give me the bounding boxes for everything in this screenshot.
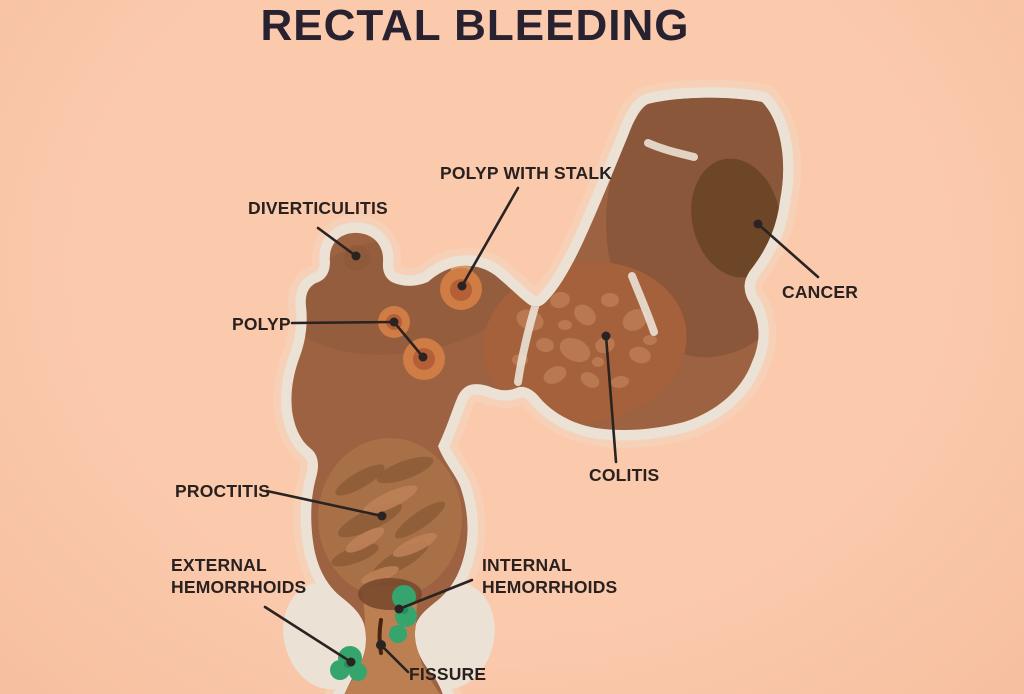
leader-proctitis: [265, 489, 384, 518]
leader-colitis: [604, 334, 618, 464]
label-colitis: COLITIS: [589, 465, 660, 485]
label-fissure: FISSURE: [409, 664, 487, 684]
leader-fissure: [379, 643, 410, 674]
colon-interior: [291, 97, 784, 694]
anal-cushion-right: [409, 582, 495, 690]
leader-external-hemorrhoids: [263, 605, 353, 664]
label-polyp-with-stalk: POLYP WITH STALK: [440, 163, 613, 183]
label-polyp: POLYP: [232, 314, 291, 334]
leader-polyp-with-stalk: [460, 186, 520, 288]
label-cancer: CANCER: [782, 282, 859, 302]
colon-crease: [514, 296, 541, 386]
label-proctitis: PROCTITIS: [175, 481, 271, 501]
fissure-crack: [377, 618, 383, 655]
leader-internal-hemorrhoids: [397, 578, 474, 611]
cancer-tumor: [691, 158, 781, 278]
leader-lines: [263, 186, 820, 674]
label-internal-hemorrhoids: INTERNAL HEMORRHOIDS: [482, 555, 618, 597]
colon-crease: [628, 272, 658, 336]
label-external-hemorrhoids: EXTERNAL HEMORRHOIDS: [171, 555, 307, 597]
page-title: RECTAL BLEEDING: [260, 1, 690, 50]
colon-crease: [644, 139, 698, 161]
leader-cancer: [756, 222, 820, 279]
leader-diverticulitis: [316, 226, 358, 258]
label-diverticulitis: DIVERTICULITIS: [248, 198, 388, 218]
